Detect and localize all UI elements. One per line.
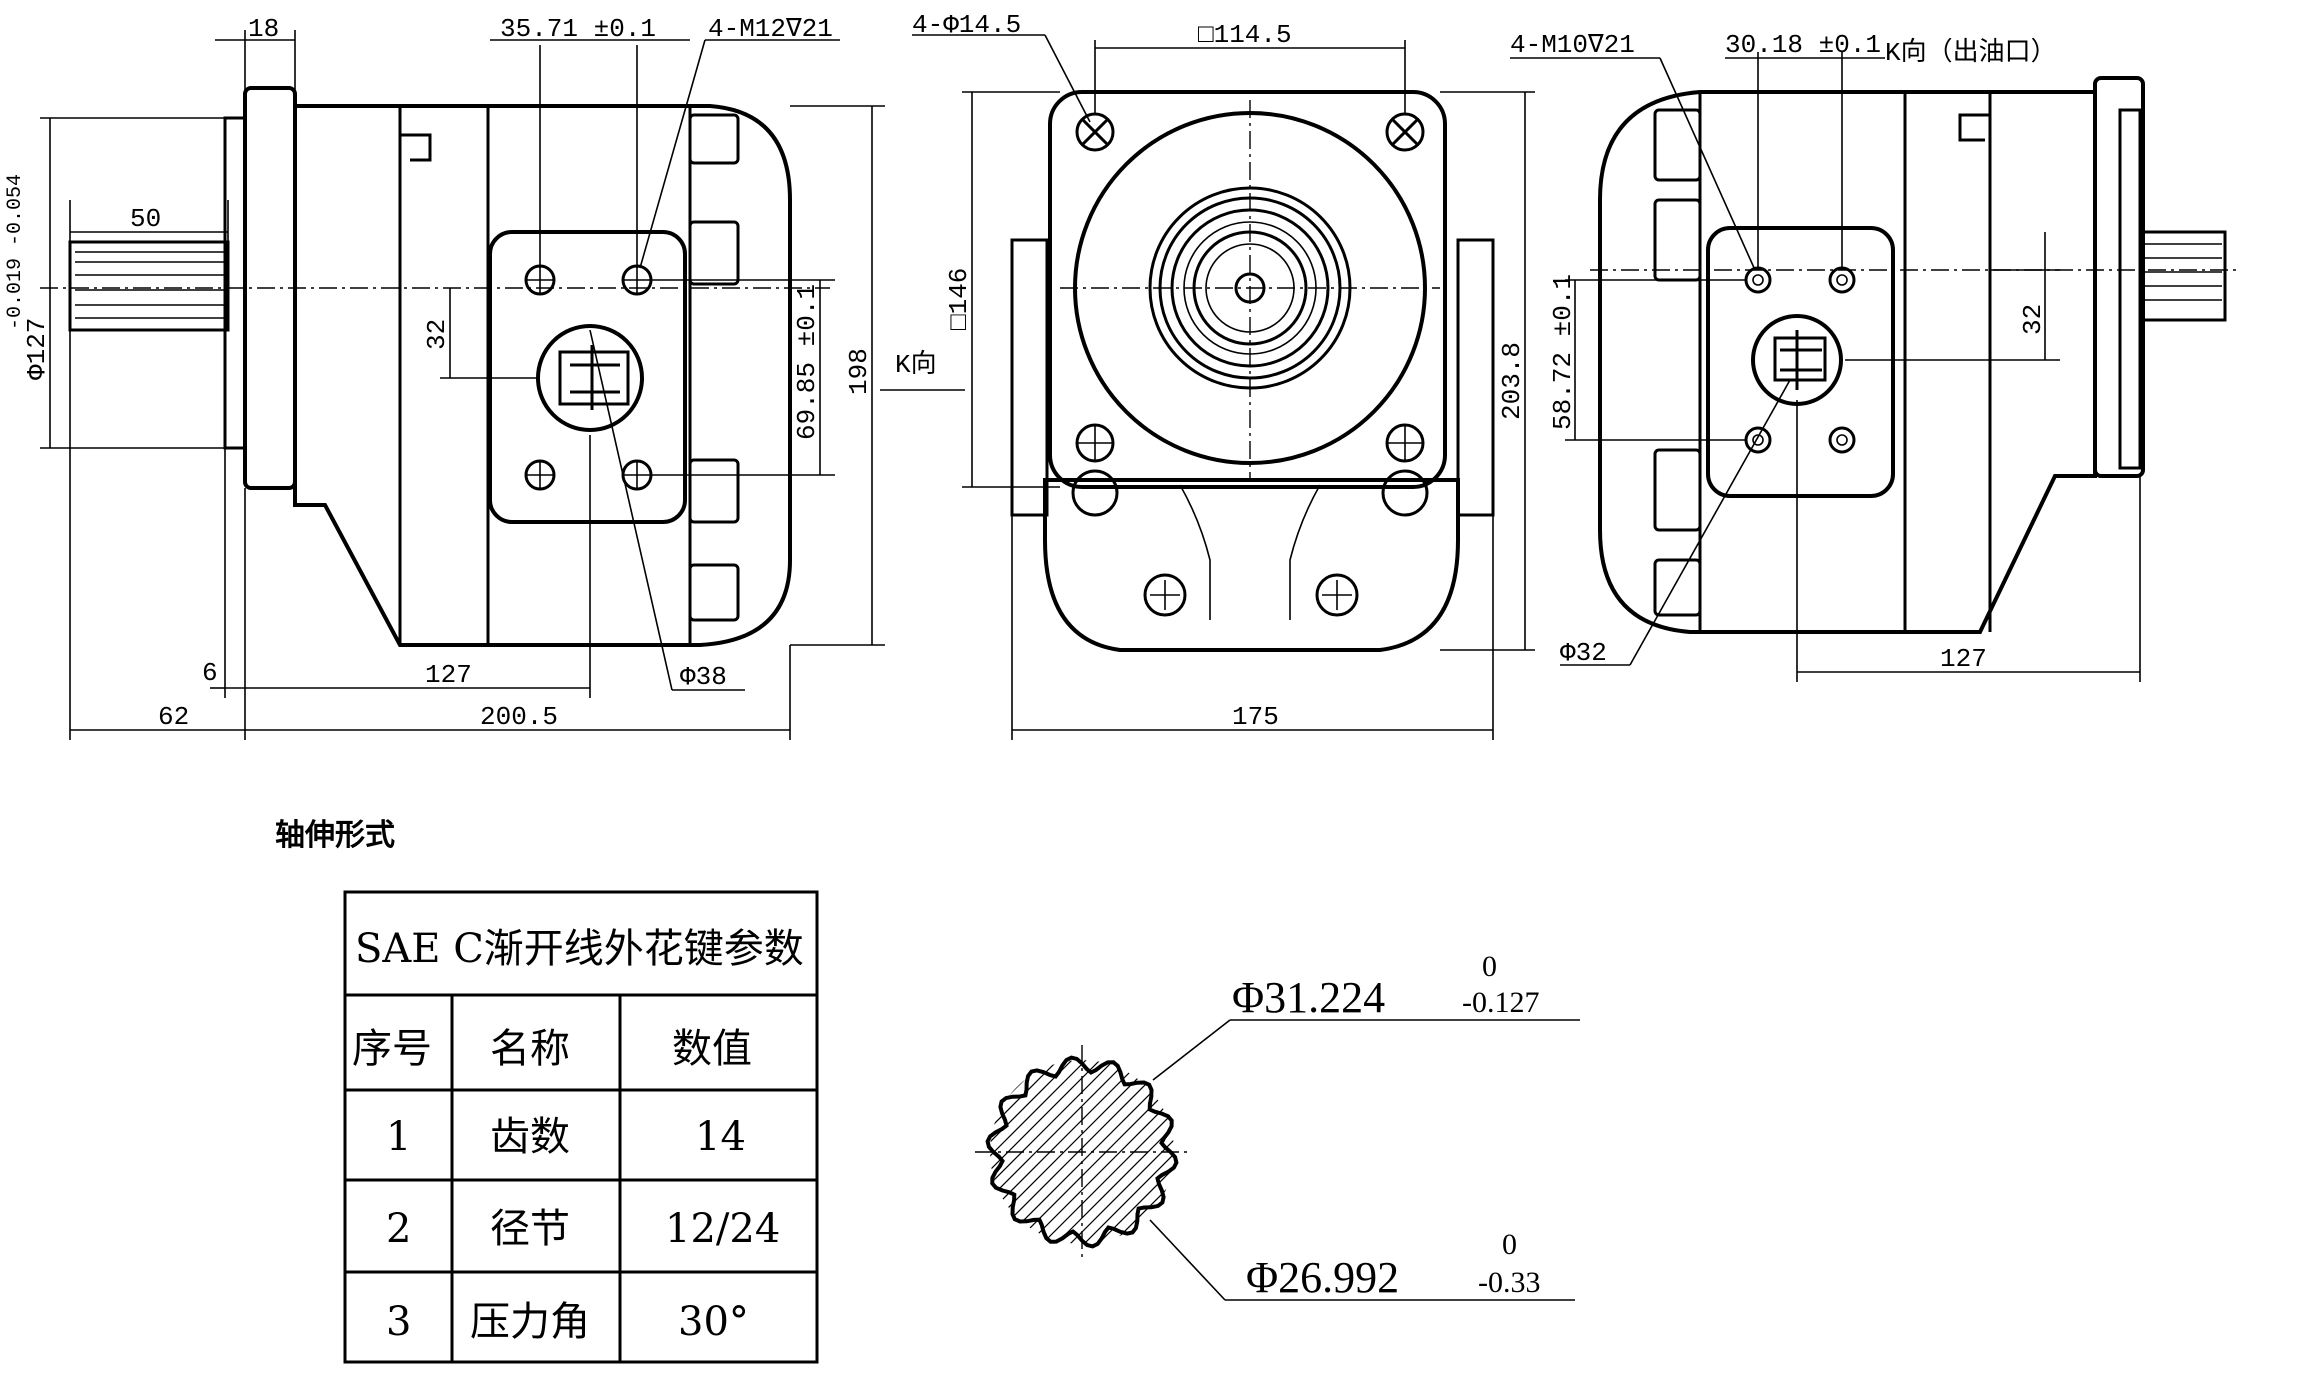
outer-diameter-label: Φ31.224 — [1232, 973, 1385, 1022]
root-tol-lower: -0.33 — [1478, 1266, 1541, 1299]
spline-cross-section: Φ31.224 0 -0.127 Φ26.992 0 -0.33 — [975, 950, 1580, 1302]
section-hatch-line — [990, 1060, 1003, 1244]
dim-bolt-square: □114.5 — [1198, 20, 1292, 50]
dim-shaft-offset: 32 — [422, 319, 452, 350]
side-bolt-hole — [621, 459, 653, 491]
k-bolt-hole — [1744, 266, 1772, 294]
dim-k-port-vertical-spacing: 58.72 ±0.1 — [1548, 274, 1578, 430]
shaft-section-heading: 轴伸形式 — [275, 818, 395, 853]
dim-thread-spec: 4-M12∇21 — [708, 14, 833, 44]
k-body — [1598, 90, 2097, 634]
svg-text:12/24: 12/24 — [665, 1206, 780, 1252]
side-shaft — [68, 240, 230, 332]
svg-text:30°: 30° — [678, 1299, 749, 1345]
dim-k-shaft-offset: 32 — [2018, 304, 2048, 335]
dim-port-vertical-spacing: 69.85 ±0.1 — [792, 284, 822, 440]
k-bolt-hole — [1828, 266, 1856, 294]
dim-k-port-position: 127 — [1940, 644, 1987, 674]
dim-mount-holes: 4-Φ14.5 — [912, 10, 1021, 40]
table-row: 2 径节 12/24 — [386, 1206, 780, 1252]
svg-text:径节: 径节 — [490, 1206, 570, 1252]
section-hatch-line — [1153, 1060, 1174, 1244]
front-mount-hole — [1385, 112, 1425, 152]
dim-port-position: 127 — [425, 660, 472, 690]
dim-k-thread-spec: 4-M10∇21 — [1510, 30, 1635, 60]
dim-pilot-diameter: Φ127 — [22, 318, 52, 380]
dim-overall-height: 198 — [844, 348, 874, 395]
side-port-pad — [488, 230, 687, 524]
side-view: 18 35.71 ±0.1 4-M12∇21 50 -0.019 -0.054 … — [4, 14, 965, 740]
dim-k-port-spacing: 30.18 ±0.1 — [1725, 30, 1881, 60]
k-view-title: K向（出油口） — [1885, 37, 2057, 68]
side-port — [536, 324, 644, 432]
section-hatch-line — [1055, 1060, 1174, 1244]
spline-profile — [985, 1055, 1179, 1249]
dim-overall-width: 175 — [1232, 702, 1279, 732]
k-port-pad — [1706, 226, 1895, 498]
section-hatch-line — [1069, 1060, 1174, 1244]
side-bolt-hole — [621, 264, 653, 296]
dim-body-length: 200.5 — [480, 702, 558, 732]
table-row: 3 压力角 30° — [386, 1299, 749, 1345]
front-mount-hole — [1075, 423, 1115, 463]
dim-k-port-diameter: Φ32 — [1560, 638, 1607, 668]
dim-body-square: □146 — [944, 268, 974, 330]
svg-text:压力角: 压力角 — [470, 1299, 590, 1345]
section-hatch-line — [990, 1060, 1157, 1244]
dim-shaft-overhang: 62 — [158, 702, 189, 732]
dim-port-spacing: 35.71 ±0.1 — [500, 14, 656, 44]
table-row: 1 齿数 14 — [386, 1114, 746, 1160]
dim-shaft-tolerance: -0.019 -0.054 — [4, 174, 27, 330]
root-diameter-label: Φ26.992 — [1246, 1253, 1399, 1302]
k-view: 4-M10∇21 30.18 ±0.1 K向（出油口） 58.72 ±0.1 3… — [1510, 30, 2240, 682]
dim-overall-height-front: 203.8 — [1497, 342, 1527, 420]
front-view: 4-Φ14.5 □114.5 □146 203.8 175 — [912, 10, 1535, 740]
svg-text:齿数: 齿数 — [490, 1114, 570, 1160]
front-flange — [1048, 90, 1447, 489]
section-hatch-line — [999, 1060, 1174, 1244]
dim-port-diameter: Φ38 — [680, 662, 727, 692]
front-mount-hole — [1075, 112, 1115, 152]
dim-pilot-depth: 6 — [202, 658, 218, 688]
svg-text:2: 2 — [386, 1206, 411, 1252]
spline-section: 轴伸形式 SAE C渐开线外花键参数 序号 名称 数值 1 齿数 14 2 径节… — [275, 818, 819, 1364]
svg-text:1: 1 — [386, 1114, 411, 1160]
spline-table: SAE C渐开线外花键参数 序号 名称 数值 1 齿数 14 2 径节 12/2… — [343, 890, 819, 1364]
table-header-no: 序号 — [352, 1026, 432, 1072]
k-bolt-hole — [1744, 426, 1772, 454]
root-tol-upper: 0 — [1502, 1228, 1517, 1261]
outer-tol-upper: 0 — [1482, 950, 1497, 983]
k-view-arrow-label: K向 — [895, 349, 937, 380]
front-lower-body — [1043, 478, 1460, 652]
front-mount-hole — [1385, 423, 1425, 463]
dim-flange-thickness: 18 — [248, 14, 279, 44]
dim-shaft-length: 50 — [130, 204, 161, 234]
svg-text:3: 3 — [386, 1299, 411, 1345]
side-bolt-hole — [524, 459, 556, 491]
k-bolt-hole — [1828, 426, 1856, 454]
table-title: SAE C渐开线外花键参数 — [355, 926, 804, 972]
outer-tol-lower: -0.127 — [1462, 986, 1540, 1019]
k-shaft — [2138, 230, 2227, 322]
svg-text:14: 14 — [695, 1114, 746, 1160]
side-body — [293, 104, 792, 647]
side-bolt-hole — [524, 264, 556, 296]
table-header-value: 数值 — [672, 1026, 752, 1072]
table-header-name: 名称 — [490, 1026, 570, 1072]
